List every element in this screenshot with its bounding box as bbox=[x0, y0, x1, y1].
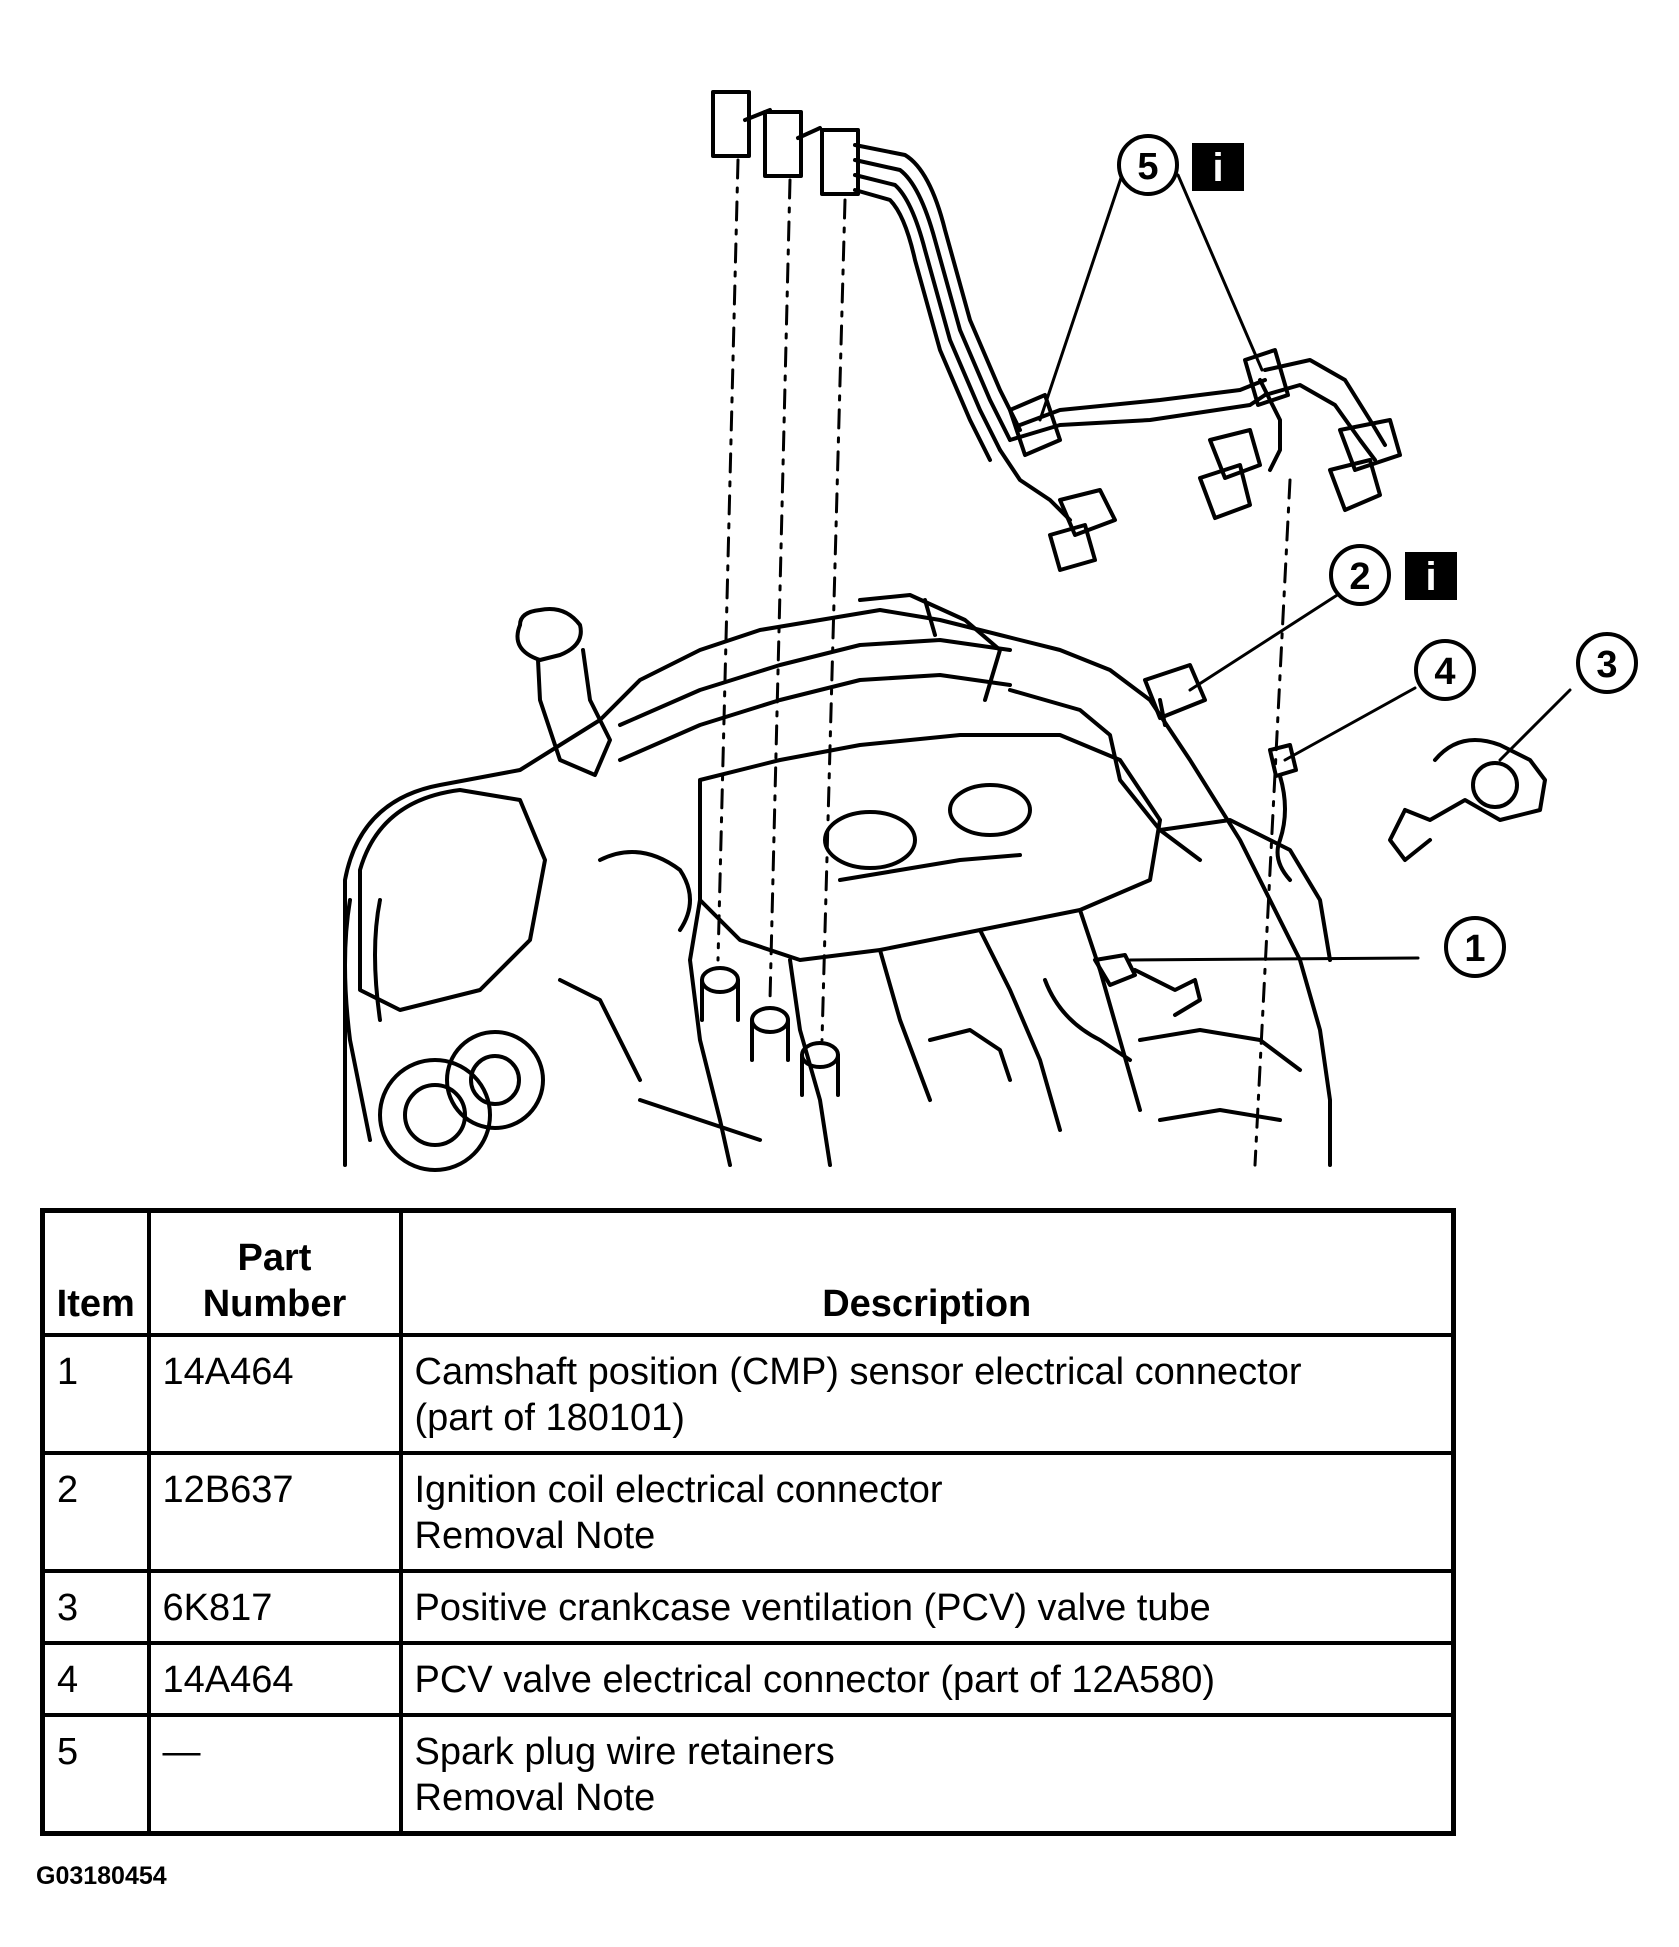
callout-3: 3 bbox=[1576, 632, 1638, 694]
figure-id: G03180454 bbox=[36, 1862, 167, 1890]
cell-description: Spark plug wire retainers Removal Note bbox=[398, 1713, 1456, 1836]
cell-item: 5 bbox=[40, 1713, 151, 1836]
cell-item: 3 bbox=[40, 1569, 151, 1645]
table-row: 1 14A464 Camshaft position (CMP) sensor … bbox=[40, 1333, 1456, 1455]
svg-text:2: 2 bbox=[1349, 556, 1370, 598]
engine-exploded-diagram: 5 i 2 i 4 3 1 bbox=[343, 90, 1638, 1172]
svg-text:i: i bbox=[1425, 555, 1436, 599]
svg-text:4: 4 bbox=[1434, 651, 1455, 693]
cell-item: 4 bbox=[40, 1641, 151, 1717]
header-part-number: Part Number bbox=[146, 1208, 403, 1337]
svg-text:i: i bbox=[1212, 146, 1223, 190]
spark-plug-wire-set bbox=[711, 90, 1402, 1167]
callout-1: 1 bbox=[1444, 916, 1506, 978]
callout-2: 2 bbox=[1329, 544, 1391, 606]
cell-part-number: 14A464 bbox=[146, 1333, 403, 1455]
cell-description: Ignition coil electrical connector Remov… bbox=[398, 1451, 1456, 1573]
cell-item: 1 bbox=[40, 1333, 151, 1455]
cell-description: PCV valve electrical connector (part of … bbox=[398, 1641, 1456, 1717]
callout-4: 4 bbox=[1414, 639, 1476, 701]
svg-text:1: 1 bbox=[1464, 928, 1485, 970]
svg-text:3: 3 bbox=[1596, 644, 1617, 686]
removal-note-link[interactable]: Removal Note bbox=[414, 1777, 656, 1819]
connector-parts bbox=[1143, 663, 1547, 882]
cell-part-number: 14A464 bbox=[146, 1641, 403, 1717]
cell-part-number: 12B637 bbox=[146, 1451, 403, 1573]
engine-assembly bbox=[343, 593, 1332, 1172]
cell-part-number: 6K817 bbox=[146, 1569, 403, 1645]
table-header-row: Item Part Number Description bbox=[40, 1208, 1456, 1337]
leader-lines bbox=[1038, 173, 1572, 962]
table-row: 3 6K817 Positive crankcase ventilation (… bbox=[40, 1569, 1456, 1645]
callout-5: 5 bbox=[1117, 134, 1179, 196]
header-item: Item bbox=[40, 1208, 151, 1337]
table-row: 2 12B637 Ignition coil electrical connec… bbox=[40, 1451, 1456, 1573]
header-description: Description bbox=[398, 1208, 1456, 1337]
table-row: 5 — Spark plug wire retainers Removal No… bbox=[40, 1713, 1456, 1836]
cell-description: Camshaft position (CMP) sensor electrica… bbox=[398, 1333, 1456, 1455]
cell-part-number: — bbox=[146, 1713, 403, 1836]
svg-text:5: 5 bbox=[1137, 146, 1158, 188]
parts-table: Item Part Number Description 1 14A464 Ca… bbox=[40, 1208, 1456, 1836]
table-row: 4 14A464 PCV valve electrical connector … bbox=[40, 1641, 1456, 1717]
cell-item: 2 bbox=[40, 1451, 151, 1573]
info-icon-5[interactable]: i bbox=[1192, 143, 1244, 191]
info-icon-2[interactable]: i bbox=[1405, 552, 1457, 600]
cell-description: Positive crankcase ventilation (PCV) val… bbox=[398, 1569, 1456, 1645]
removal-note-link[interactable]: Removal Note bbox=[414, 1515, 656, 1557]
